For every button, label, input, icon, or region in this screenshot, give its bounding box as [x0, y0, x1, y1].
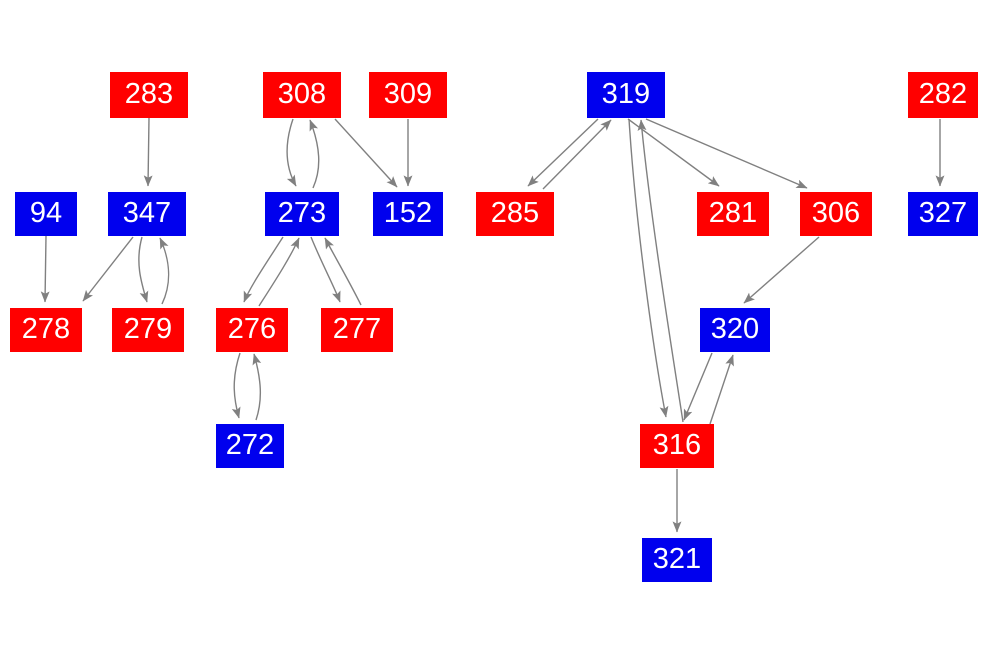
graph-edge — [527, 118, 599, 187]
graph-node-label: 285 — [490, 196, 540, 229]
graph-edge — [743, 236, 820, 304]
graph-node-label: 283 — [124, 77, 174, 110]
graph-node-label: 308 — [277, 77, 327, 110]
edges-group — [40, 117, 945, 533]
graph-edge — [645, 118, 808, 189]
graph-node-label: 316 — [652, 428, 702, 461]
graph-node-309[interactable]: 309 — [369, 72, 447, 118]
graph-node-347[interactable]: 347 — [108, 192, 186, 236]
graph-edge — [286, 118, 297, 187]
graph-node-278[interactable]: 278 — [10, 308, 82, 352]
graph-edge — [309, 119, 320, 189]
graph-edge — [138, 236, 149, 303]
graph-node-label: 152 — [383, 196, 433, 229]
graph-node-283[interactable]: 283 — [110, 72, 188, 118]
graph-node-label: 94 — [29, 196, 63, 229]
graph-node-321[interactable]: 321 — [642, 538, 712, 582]
graph-node-277[interactable]: 277 — [321, 308, 393, 352]
graph-node-label: 273 — [277, 196, 327, 229]
graph-edge — [542, 119, 612, 190]
graph-edge — [159, 237, 170, 305]
graph-node-label: 279 — [123, 312, 173, 345]
graph-node-285[interactable]: 285 — [476, 192, 554, 236]
graph-node-152[interactable]: 152 — [373, 192, 443, 236]
graph-node-label: 347 — [122, 196, 172, 229]
graph-node-label: 320 — [710, 312, 760, 345]
graph-node-272[interactable]: 272 — [216, 424, 284, 468]
graph-node-327[interactable]: 327 — [908, 192, 978, 236]
graph-node-319[interactable]: 319 — [587, 72, 665, 118]
graph-node-label: 277 — [332, 312, 382, 345]
graph-edge — [143, 117, 153, 187]
graph-edge — [82, 236, 134, 302]
graph-edge — [683, 352, 713, 421]
graph-edge — [243, 236, 284, 303]
graph-node-282[interactable]: 282 — [908, 72, 978, 118]
graph-node-label: 327 — [918, 196, 968, 229]
graph-node-320[interactable]: 320 — [700, 308, 770, 352]
graph-edge — [324, 237, 362, 306]
graph-node-label: 282 — [918, 77, 968, 110]
graph-edge — [637, 119, 684, 423]
graph-node-308[interactable]: 308 — [263, 72, 341, 118]
graph-node-label: 319 — [601, 77, 651, 110]
graph-node-94[interactable]: 94 — [15, 192, 77, 236]
graph-node-label: 321 — [652, 542, 702, 575]
graph-node-label: 306 — [811, 196, 861, 229]
graph-node-279[interactable]: 279 — [112, 308, 184, 352]
graph-node-281[interactable]: 281 — [697, 192, 769, 236]
graph-node-273[interactable]: 273 — [265, 192, 339, 236]
graph-node-label: 272 — [225, 428, 275, 461]
graph-edge — [252, 353, 262, 421]
graph-node-276[interactable]: 276 — [216, 308, 288, 352]
graph-edge — [40, 235, 50, 303]
graph-edge — [310, 236, 341, 303]
graph-edge — [334, 118, 398, 188]
graph-node-label: 309 — [383, 77, 433, 110]
graph-edge — [709, 354, 734, 425]
graph-node-label: 276 — [227, 312, 277, 345]
graph-node-label: 281 — [708, 196, 758, 229]
graph-edge — [628, 118, 669, 418]
graph-edge — [231, 352, 241, 419]
graph-edge — [258, 237, 300, 307]
graph-node-306[interactable]: 306 — [800, 192, 872, 236]
graph-node-316[interactable]: 316 — [640, 424, 714, 468]
graph-node-label: 278 — [21, 312, 71, 345]
